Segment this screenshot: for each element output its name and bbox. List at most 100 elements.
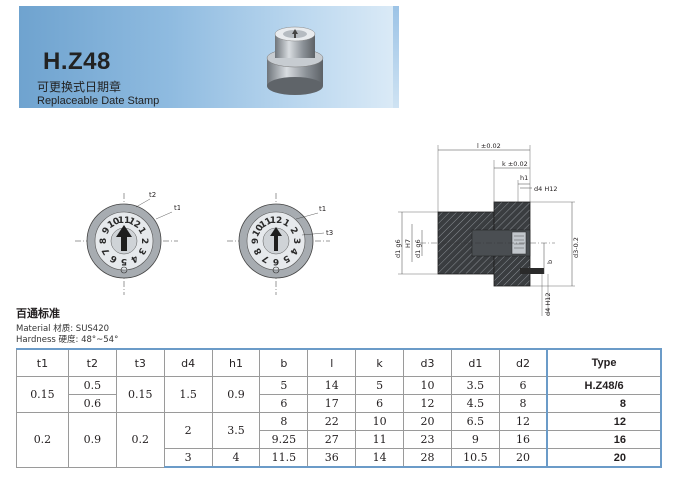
material-line: Material 材质: SUS420	[16, 324, 110, 334]
cell-type: 12	[546, 412, 662, 431]
cell-d3: 12	[403, 394, 452, 413]
col-header-d3: d3	[403, 348, 452, 377]
dim-b: b	[546, 260, 554, 264]
cell-d3: 23	[403, 430, 452, 449]
cell-l: 17	[307, 394, 357, 413]
product-name-cn: 可更换式日期章	[37, 80, 122, 94]
ring-glyph: 5	[121, 256, 127, 266]
table-row: 3 4 11.5 36 14 28 10.5 20 20	[17, 448, 662, 468]
cell-b: 11.5	[259, 448, 309, 468]
cell-k: 14	[355, 448, 405, 468]
cell-l: 14	[307, 376, 357, 395]
hardness-line: Hardness 硬度: 48°~54°	[16, 335, 119, 345]
ring-glyph: 1	[281, 218, 291, 230]
cell-d4: 3	[163, 448, 213, 468]
cell-d1: 3.5	[450, 376, 500, 395]
cell-b: 6	[259, 394, 309, 413]
cell-b: 8	[259, 412, 309, 431]
dim-d4h12-bottom: d4 H12	[544, 293, 552, 317]
standard-title: 百通标准	[16, 307, 60, 320]
cell-d3: 10	[403, 376, 452, 395]
cross-section-drawing: l ±0.02 k ±0.02 h1 d4 H12 d1 g6 H7 d1 g6…	[394, 142, 580, 317]
dim-d4h12-top: d4 H12	[534, 185, 558, 193]
cell-d3: 28	[403, 448, 452, 468]
dim-h7: H7	[404, 239, 412, 248]
cell-d2: 12	[498, 412, 548, 431]
ring-glyph: 8	[99, 238, 109, 244]
callout-t1-mid: t1	[319, 205, 326, 213]
cell-d4: 2	[163, 412, 213, 449]
dim-l: l ±0.02	[477, 142, 501, 150]
spec-table: t1 t2 t3 d4 h1 b l k d3 d1 d2 Type 0.15 …	[16, 348, 662, 468]
ring-glyph: 9	[251, 238, 261, 244]
cell-d2: 20	[498, 448, 548, 468]
cell-type: 20	[546, 448, 662, 468]
header-banner: H.Z48 可更换式日期章 Replaceable Date Stamp	[19, 6, 399, 108]
cell-k: 6	[355, 394, 405, 413]
ring-glyph: 7	[101, 246, 113, 256]
col-header-d4: d4	[163, 348, 213, 377]
table-row: 0.15 0.5 0.15 1.5 0.9 5 14 5 10 3.5 6 H.…	[16, 376, 662, 413]
cell-t2: 0.6	[67, 394, 117, 413]
col-header-h1: h1	[211, 348, 261, 377]
callout-t1: t1	[174, 204, 180, 212]
dim-d3: d3-0.2	[572, 237, 580, 258]
cell-d1: 6.5	[450, 412, 500, 431]
ring-glyph: 2	[287, 226, 299, 236]
cell-t3: 0.15	[115, 376, 165, 413]
dim-k: k ±0.02	[502, 160, 528, 168]
cell-d1: 4.5	[450, 394, 500, 413]
cell-t1: 0.2	[16, 412, 69, 468]
cell-t3: 0.2	[115, 412, 165, 468]
col-header-t1: t1	[16, 348, 69, 377]
cell-d3: 20	[403, 412, 452, 431]
ring-glyph: 1	[135, 226, 147, 236]
cell-l: 36	[307, 448, 357, 468]
table-row: 9.25 27 11 23 9 16 16	[17, 430, 662, 449]
ring-glyph: 9	[101, 226, 113, 236]
cell-k: 5	[355, 376, 405, 395]
cell-type: H.Z48/6	[546, 376, 662, 395]
cell-k: 10	[355, 412, 405, 431]
col-header-k: k	[355, 348, 405, 377]
ring-glyph: 11	[118, 216, 131, 226]
ring-glyph: 8	[253, 246, 265, 256]
cell-h1: 0.9	[211, 376, 261, 413]
col-header-t3: t3	[115, 348, 165, 377]
cell-d1: 9	[450, 430, 500, 449]
ring-glyph: 4	[287, 246, 299, 256]
cell-h1: 4	[211, 448, 261, 468]
ring-glyph: 12	[270, 216, 283, 226]
callout-t2: t2	[149, 191, 156, 199]
product-code: H.Z48	[43, 48, 111, 75]
cell-l: 27	[307, 430, 357, 449]
dim-d1g6-b: d1 g6	[414, 239, 422, 258]
cell-h1: 3.5	[211, 412, 261, 449]
cell-t2: 0.5	[67, 376, 117, 395]
ring-glyph: 5	[281, 252, 291, 264]
cell-b: 9.25	[259, 430, 309, 449]
col-header-b: b	[259, 348, 309, 377]
ring-glyph: 4	[129, 252, 139, 264]
ring-glyph: 3	[135, 246, 147, 256]
col-header-t2: t2	[67, 348, 117, 377]
cell-t2: 0.9	[67, 412, 117, 468]
ring-glyph: 2	[139, 238, 149, 244]
table-header-row: t1 t2 t3 d4 h1 b l k d3 d1 d2 Type	[16, 348, 662, 377]
product-photo	[266, 26, 324, 95]
ring-glyph: 7	[261, 252, 271, 264]
cell-k: 11	[355, 430, 405, 449]
cell-type: 16	[546, 430, 662, 449]
dim-h1: h1	[520, 174, 528, 182]
cell-b: 5	[259, 376, 309, 395]
col-header-d2: d2	[498, 348, 548, 377]
cell-d2: 16	[498, 430, 548, 449]
col-header-type: Type	[546, 348, 662, 377]
table-row: 0.2 0.9 0.2 2 3.5 8 22 10 20 6.5 12 12	[16, 412, 662, 468]
cell-l: 22	[307, 412, 357, 431]
cell-d2: 8	[498, 394, 548, 413]
table-row: 0.6 6 17 6 12 4.5 8 8	[17, 394, 662, 413]
ring-glyph: 6	[273, 256, 279, 266]
